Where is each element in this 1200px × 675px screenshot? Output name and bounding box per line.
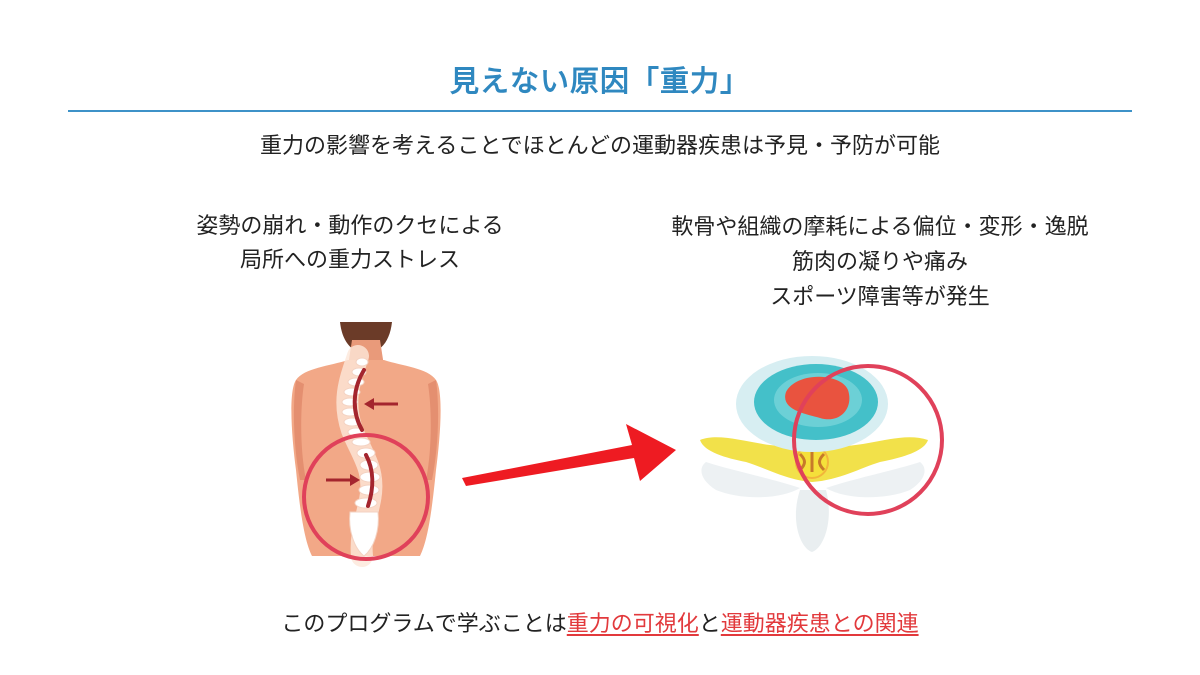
spine-vertebrae — [341, 357, 381, 557]
subtitle: 重力の影響を考えることでほとんどの運動器疾患は予見・予防が可能 — [259, 134, 941, 159]
right-arm-shade — [426, 380, 439, 480]
highlight-musculoskeletal-relation: 運動器疾患との関連 — [720, 612, 919, 637]
stress-arrow-lower — [326, 474, 360, 486]
right-caption-line-2: 筋肉の凝りや痛み — [791, 250, 968, 275]
spinous-process — [795, 490, 829, 552]
right-caption: 軟骨や組織の摩耗による偏位・変形・逸脱 筋肉の凝りや痛み スポーツ障害等が発生 — [610, 210, 1150, 315]
red-arrow-icon — [462, 424, 676, 486]
bottom-prefix: このプログラムで学ぶことは — [281, 612, 567, 637]
bottom-summary: このプログラムで学ぶことは重力の可視化と運動器疾患との関連 — [0, 606, 1200, 638]
bottom-connector: と — [698, 612, 721, 637]
left-caption: 姿勢の崩れ・動作のクセによる 局所への重力ストレス — [130, 210, 570, 278]
right-caption-line-3: スポーツ障害等が発生 — [770, 285, 990, 310]
upper-curve-line — [352, 368, 366, 432]
lower-curve-line — [364, 453, 375, 508]
lamina-left — [701, 462, 800, 498]
page-title: 見えない原因「重力」 — [449, 64, 750, 98]
herniated-disc-icon — [700, 356, 944, 552]
herniation-highlight-circle — [792, 364, 944, 516]
highlight-gravity-visualization: 重力の可視化 — [566, 612, 699, 637]
lumbar-highlight-circle — [302, 433, 430, 561]
right-caption-line-1: 軟骨や組織の摩耗による偏位・変形・逸脱 — [671, 215, 1089, 240]
left-caption-line-1: 姿勢の崩れ・動作のクセによる — [196, 214, 504, 239]
lamina-right — [826, 462, 925, 498]
left-arm-shade — [293, 380, 306, 480]
left-caption-line-2: 局所への重力ストレス — [239, 248, 460, 273]
title-divider — [68, 110, 1132, 112]
stress-arrow-upper — [364, 398, 398, 410]
human-back-icon — [291, 322, 441, 567]
